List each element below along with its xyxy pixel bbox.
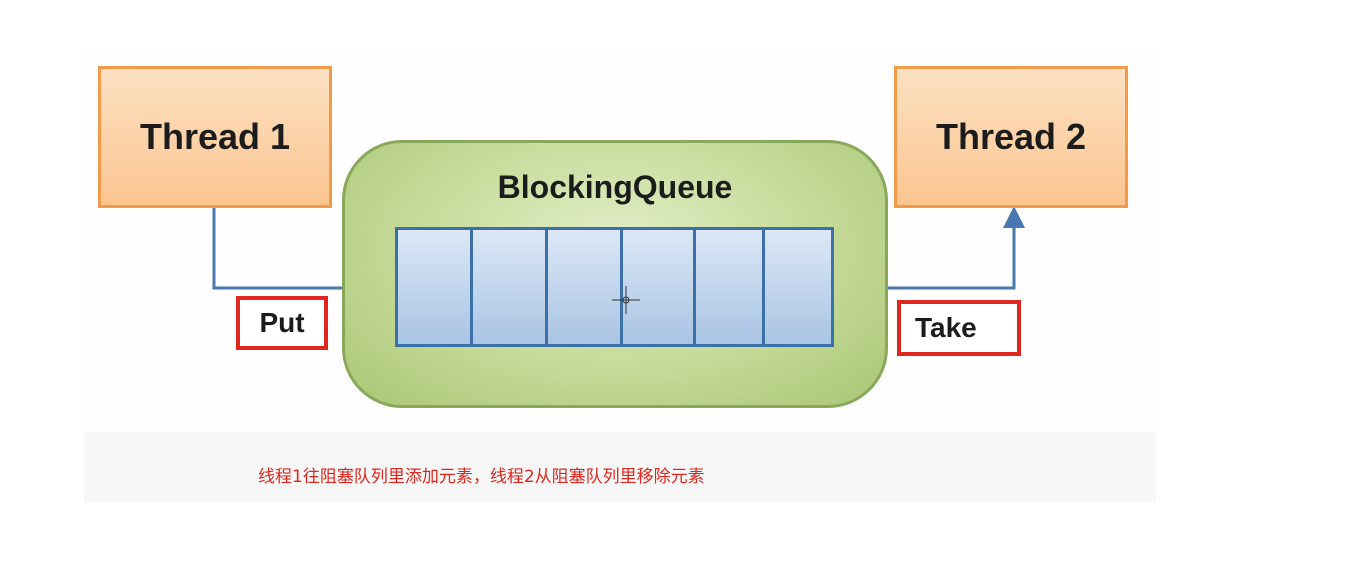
diagram-caption: 线程1往阻塞队列里添加元素，线程2从阻塞队列里移除元素 [258,467,705,487]
queue-slots [395,227,834,347]
take-label: Take [915,312,977,343]
thread-1-box: Thread 1 [98,66,332,208]
queue-slot [696,230,762,344]
blocking-queue-container: BlockingQueue [342,140,888,408]
put-label: Put [259,307,305,338]
put-label-box: Put [236,296,328,350]
take-label-box: Take [897,300,1021,356]
thread-2-box: Thread 2 [894,66,1128,208]
queue-slot [398,230,470,344]
queue-slot [473,230,545,344]
thread-2-label: Thread 2 [935,116,1087,157]
queue-slot [623,230,693,344]
queue-slot [765,230,831,344]
thread-1-label: Thread 1 [139,116,291,157]
blocking-queue-title: BlockingQueue [497,169,733,205]
caption-panel [84,432,1156,502]
queue-slot [548,230,620,344]
